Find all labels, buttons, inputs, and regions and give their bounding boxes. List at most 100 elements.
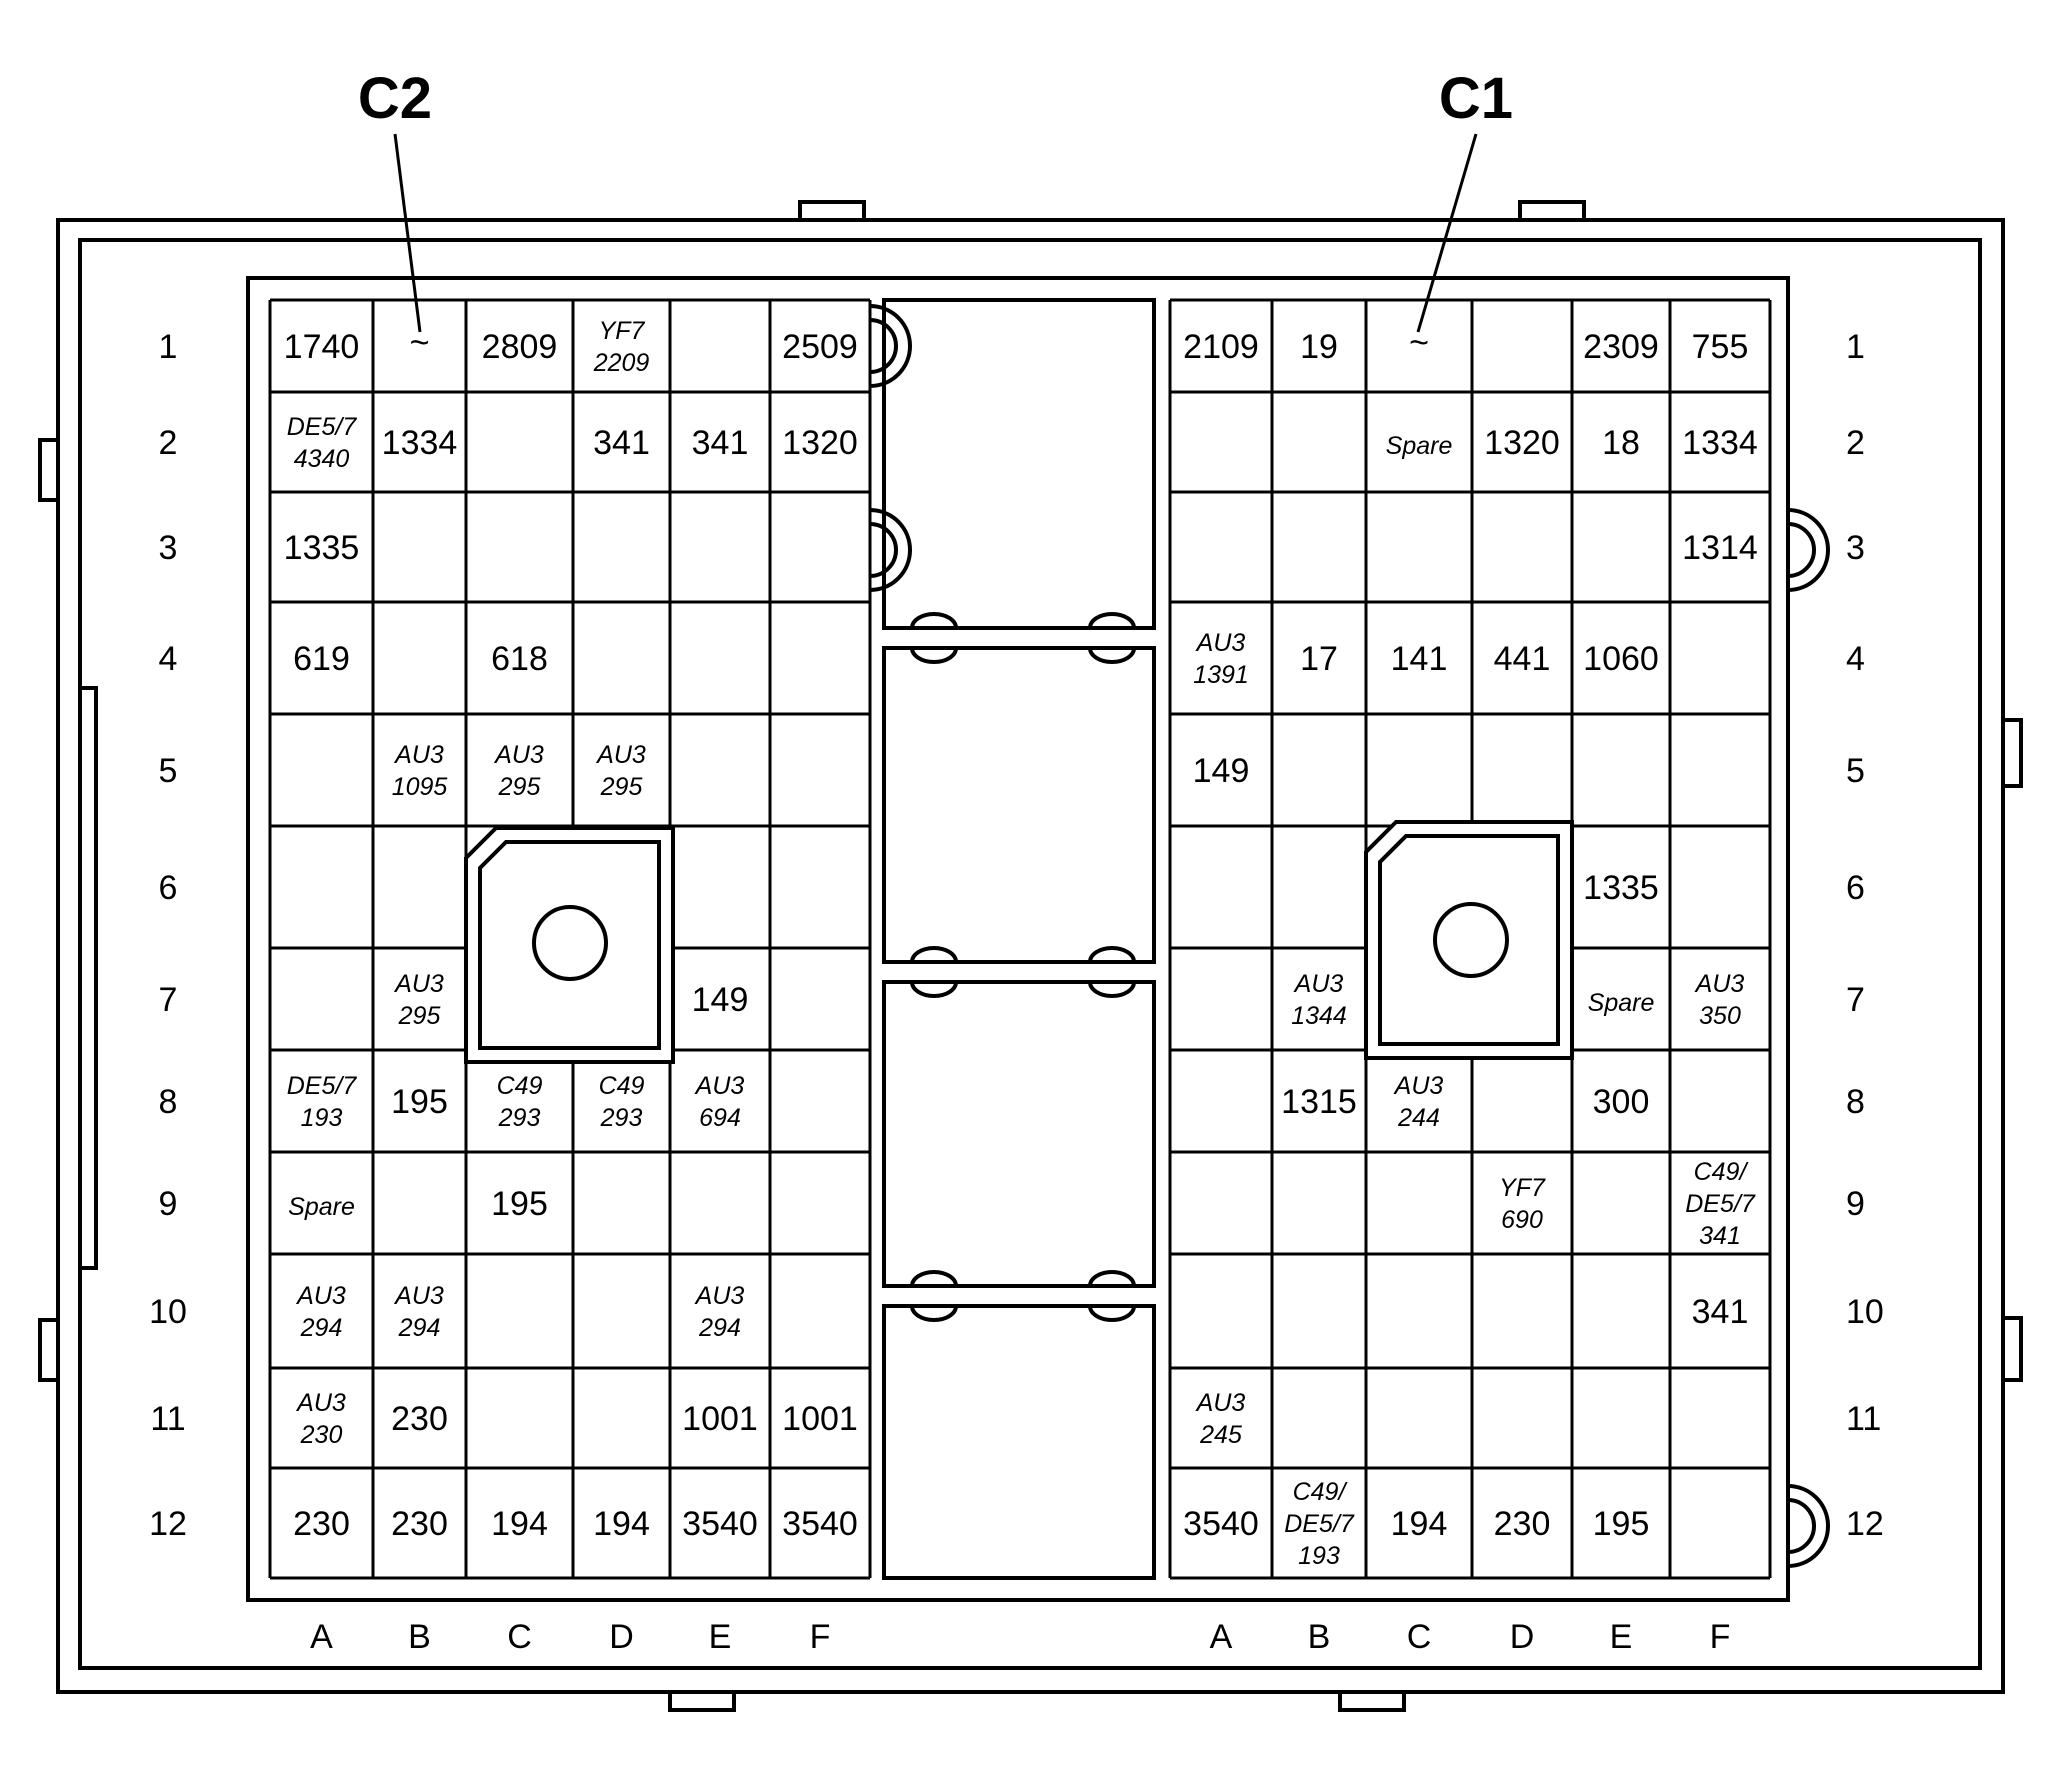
connector-face [246,276,1790,1602]
row-label: 11 [150,1400,185,1438]
connector-title: C1 [1439,66,1513,131]
cavity-label: 441 [1494,640,1551,678]
cavity-label: 1001 [782,1400,858,1438]
left-tab [38,1318,60,1382]
cavity-grid [268,298,872,1580]
row-label: 10 [1846,1293,1884,1331]
key-block [464,826,675,1064]
row-label: 3 [1846,529,1865,567]
cavity-label: 2309 [1583,328,1659,366]
leader-line [1416,133,1478,333]
row-label: 2 [1846,424,1865,462]
outer-housing [56,218,2005,1694]
key-block [1364,820,1574,1060]
cavity-label: 3540 [782,1505,858,1543]
cavity-label: 194 [491,1505,548,1543]
cavity-label: 1060 [1583,640,1659,678]
latch-hook [869,508,912,592]
cavity-label: 1001 [682,1400,758,1438]
row-label: 9 [1846,1185,1865,1223]
column-label: E [1610,1618,1633,1656]
left-tab [38,438,60,502]
cavity-label: 300 [1593,1083,1650,1121]
cavity-notch [910,1270,1136,1322]
cavity-label: 1334 [382,424,458,462]
cavity-label: 755 [1692,328,1749,366]
row-label: 6 [159,869,178,907]
top-tab [1518,200,1586,222]
cavity-label: 3540 [1183,1505,1259,1543]
cavity-label: 230 [1494,1505,1551,1543]
row-label: 4 [159,640,178,678]
row-label: 2 [159,424,178,462]
cavity-label: 1740 [284,328,360,366]
cavity-label: 1314 [1682,529,1758,567]
cavity-label: 149 [1193,752,1250,790]
top-tab [798,200,866,222]
cavity-label: 2109 [1183,328,1259,366]
row-label: 12 [1846,1505,1884,1543]
cavity-label: 149 [692,981,749,1019]
cavity-label: 195 [1593,1505,1650,1543]
cavity-label: Spare [1588,989,1655,1017]
cavity-label: 230 [293,1505,350,1543]
cavity-label: 19 [1300,328,1338,366]
mounting-hole [1433,902,1509,978]
column-label: A [1210,1618,1233,1656]
cavity-notch [910,612,1136,664]
center-cavity [882,1304,1156,1580]
row-label: 3 [159,529,178,567]
column-label: B [1308,1618,1331,1656]
column-label: B [408,1618,431,1656]
cavity-grid [1168,298,1772,1580]
center-cavity [882,298,1156,630]
latch-hook [1787,508,1830,592]
wire-symbol: ~ [1409,324,1429,362]
cavity-label: 195 [391,1083,448,1121]
cavity-label: Spare [288,1193,355,1221]
column-label: D [1510,1618,1535,1656]
right-tab [2001,1316,2023,1382]
cavity-label: 1320 [782,424,858,462]
connector-title: C2 [358,66,432,131]
cavity-label: 18 [1602,424,1640,462]
bottom-tab [668,1690,736,1712]
cavity-label: 618 [491,640,548,678]
cavity-label: 1335 [284,529,360,567]
cavity-label: 341 [692,424,749,462]
key-block-inner [1378,834,1560,1046]
column-label: A [310,1618,333,1656]
row-label: 10 [149,1293,187,1331]
right-tab [2001,718,2023,788]
row-label: 5 [159,752,178,790]
cavity-label: 3540 [682,1505,758,1543]
row-label: 11 [1846,1400,1881,1438]
cavity-label: 341 [593,424,650,462]
cavity-label: 1320 [1484,424,1560,462]
row-label: 4 [1846,640,1865,678]
bottom-tab [1338,1690,1406,1712]
row-label: 1 [159,328,178,366]
column-label: F [1710,1618,1731,1656]
row-label: 9 [159,1185,178,1223]
left-rail [78,686,98,1270]
column-label: D [609,1618,634,1656]
cavity-label: 2509 [782,328,858,366]
row-label: 7 [159,981,178,1019]
center-cavity [882,646,1156,964]
